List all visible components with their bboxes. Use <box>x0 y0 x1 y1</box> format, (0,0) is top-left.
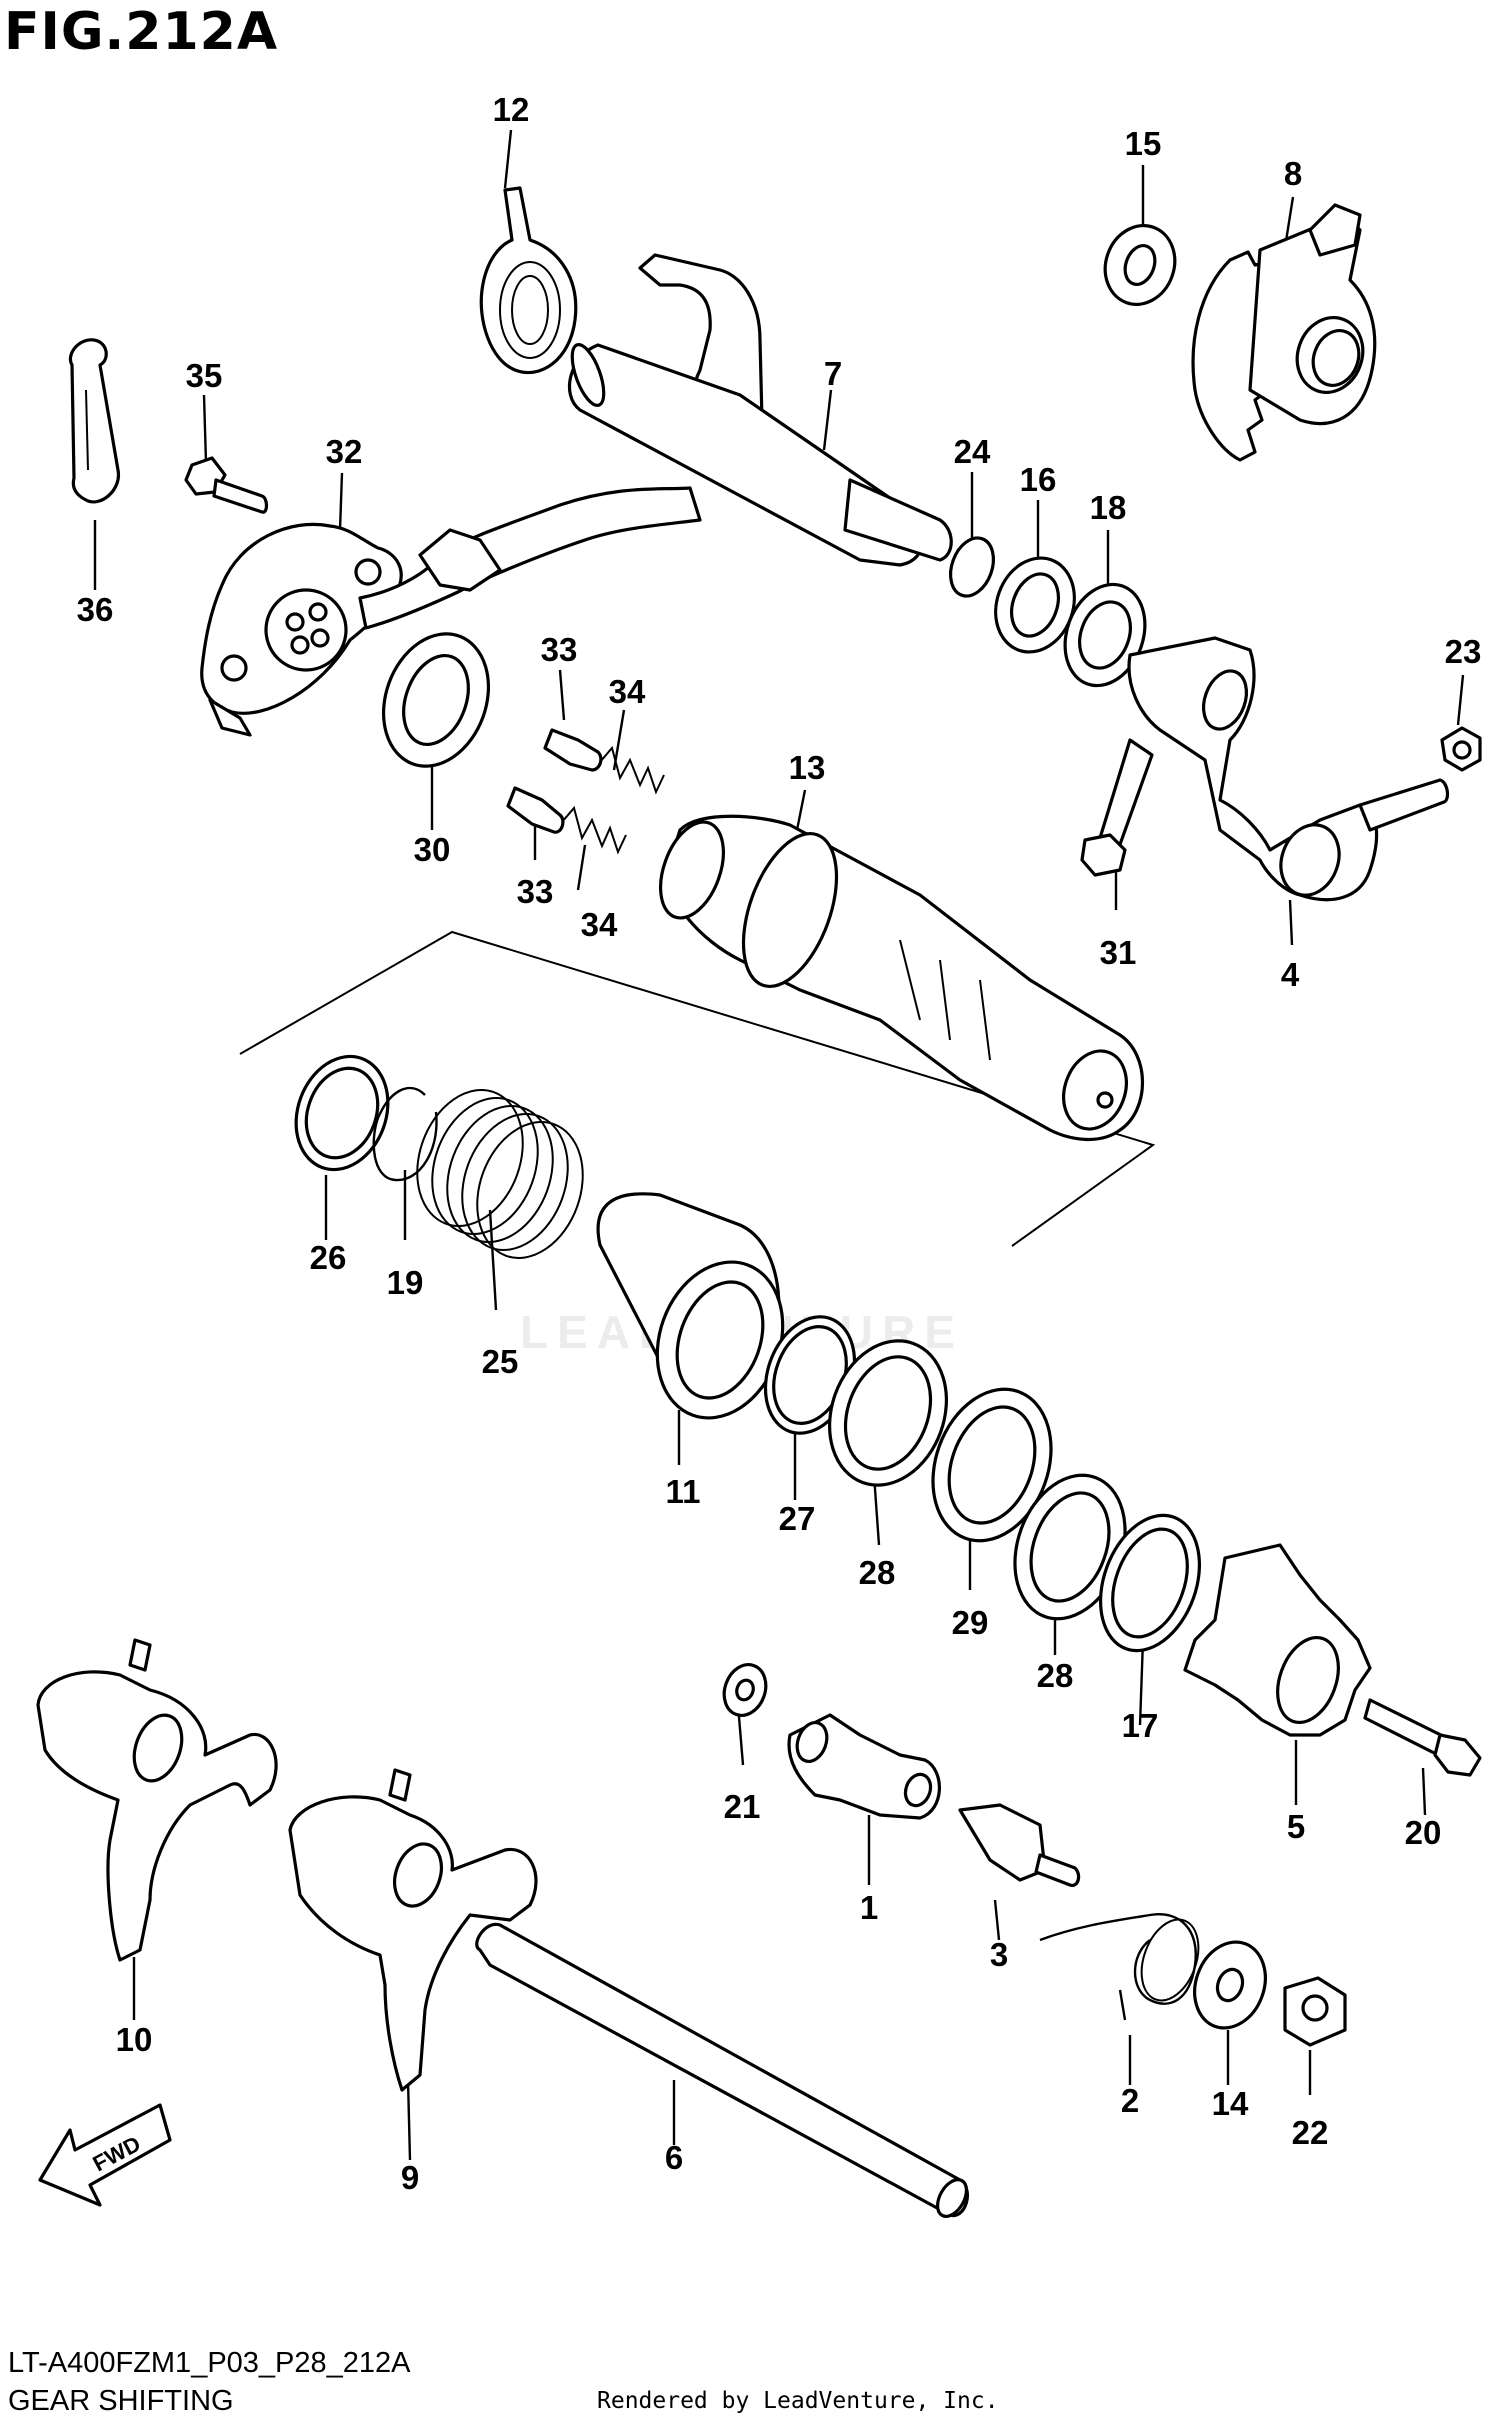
part-20-bolt <box>1363 1698 1482 1777</box>
assembly-group-outline <box>239 930 1156 1247</box>
callout-28-upper[interactable]: 28 <box>858 1554 896 1591</box>
callout-4[interactable]: 4 <box>1280 956 1300 993</box>
callout-16[interactable]: 16 <box>1019 461 1057 498</box>
figure-title: FIG.212A <box>4 2 279 62</box>
part-4-shift-link <box>1127 636 1450 902</box>
part-31-bolt <box>1080 738 1154 877</box>
part-26-ring <box>294 1054 390 1172</box>
part-16-washer <box>994 556 1076 654</box>
part-30-o-ring <box>381 632 491 768</box>
part-33-pin-top <box>543 728 603 772</box>
part-22-nut <box>1283 1976 1347 2047</box>
callout-14[interactable]: 14 <box>1211 2085 1249 2122</box>
callout-30[interactable]: 30 <box>413 831 451 868</box>
callout-25[interactable]: 25 <box>481 1343 519 1380</box>
callout-33-bottom[interactable]: 33 <box>516 873 554 910</box>
callout-9[interactable]: 9 <box>400 2159 420 2196</box>
part-11-cam-driven-gear <box>596 1192 785 1420</box>
callout-26[interactable]: 26 <box>309 1239 347 1276</box>
part-15-bushing <box>1103 224 1177 306</box>
part-28-washer-lower <box>1013 1473 1127 1621</box>
part-1-cam-stopper-arm <box>787 1713 941 1820</box>
callout-29[interactable]: 29 <box>951 1604 989 1641</box>
callout-3[interactable]: 3 <box>989 1936 1009 1973</box>
callout-10[interactable]: 10 <box>115 2021 153 2058</box>
callout-23[interactable]: 23 <box>1444 633 1482 670</box>
part-34-spring-top <box>599 745 665 795</box>
part-8-gear-shift-arm <box>1191 203 1377 462</box>
part-3-stopper-bolt <box>958 1803 1081 1888</box>
callout-31[interactable]: 31 <box>1099 934 1137 971</box>
part-23-nut <box>1440 726 1482 772</box>
callout-33-top[interactable]: 33 <box>540 631 578 668</box>
callout-28-lower[interactable]: 28 <box>1036 1657 1074 1694</box>
part-36-clip <box>68 338 121 504</box>
part-7-gear-shift-shaft <box>568 253 953 567</box>
part-2-return-spring <box>1039 1913 1200 2021</box>
part-34-spring-bottom <box>561 805 627 855</box>
part-32-gear-position-sensor <box>200 486 702 737</box>
callout-19[interactable]: 19 <box>386 1264 424 1301</box>
callout-34-top[interactable]: 34 <box>608 673 646 710</box>
part-12-return-spring <box>479 186 578 375</box>
callout-7[interactable]: 7 <box>823 355 843 392</box>
part-28-washer-upper <box>828 1339 948 1487</box>
part-25-spring <box>416 1089 584 1259</box>
part-29-bearing <box>931 1387 1053 1543</box>
callout-8[interactable]: 8 <box>1283 155 1303 192</box>
section-title: GEAR SHIFTING <box>8 2385 234 2417</box>
part-33-pin-bottom <box>506 786 565 834</box>
callout-36[interactable]: 36 <box>76 591 114 628</box>
callout-1[interactable]: 1 <box>859 1889 879 1926</box>
callout-6[interactable]: 6 <box>664 2139 684 2176</box>
callout-17[interactable]: 17 <box>1121 1707 1159 1744</box>
callout-18[interactable]: 18 <box>1089 489 1127 526</box>
part-5-gear-shift-cam-stopper <box>1183 1543 1372 1737</box>
part-17-washer <box>1098 1513 1202 1653</box>
leader-lines <box>93 129 1465 2161</box>
part-18-oil-seal <box>1063 582 1147 688</box>
callout-15[interactable]: 15 <box>1124 125 1162 162</box>
part-14-washer <box>1193 1940 1267 2030</box>
callout-27[interactable]: 27 <box>778 1500 816 1537</box>
callout-32[interactable]: 32 <box>325 433 363 470</box>
callout-11[interactable]: 11 <box>665 1473 701 1510</box>
callout-2[interactable]: 2 <box>1120 2082 1140 2119</box>
part-9-shift-fork <box>288 1768 538 2092</box>
callout-24[interactable]: 24 <box>953 433 991 470</box>
part-10-shift-fork <box>36 1638 278 1962</box>
callout-34-bottom[interactable]: 34 <box>580 906 618 943</box>
render-credit: Rendered by LeadVenture, Inc. <box>597 2388 999 2414</box>
callout-22[interactable]: 22 <box>1291 2114 1329 2151</box>
callout-12[interactable]: 12 <box>492 91 530 128</box>
fwd-arrow-icon <box>38 2103 172 2207</box>
part-35-bolt <box>184 456 269 514</box>
part-6-fork-shaft <box>475 1922 970 2218</box>
callout-20[interactable]: 20 <box>1404 1814 1442 1851</box>
callout-13[interactable]: 13 <box>788 749 826 786</box>
callout-35[interactable]: 35 <box>185 357 223 394</box>
part-24-circlip <box>948 536 996 598</box>
part-19-snap-ring <box>372 1086 438 1182</box>
part-13-gear-shift-cam <box>659 814 1145 1142</box>
model-code: LT-A400FZM1_P03_P28_212A <box>8 2347 411 2379</box>
callout-5[interactable]: 5 <box>1286 1808 1306 1845</box>
part-21-washer <box>722 1663 768 1717</box>
callout-21[interactable]: 21 <box>723 1788 761 1825</box>
